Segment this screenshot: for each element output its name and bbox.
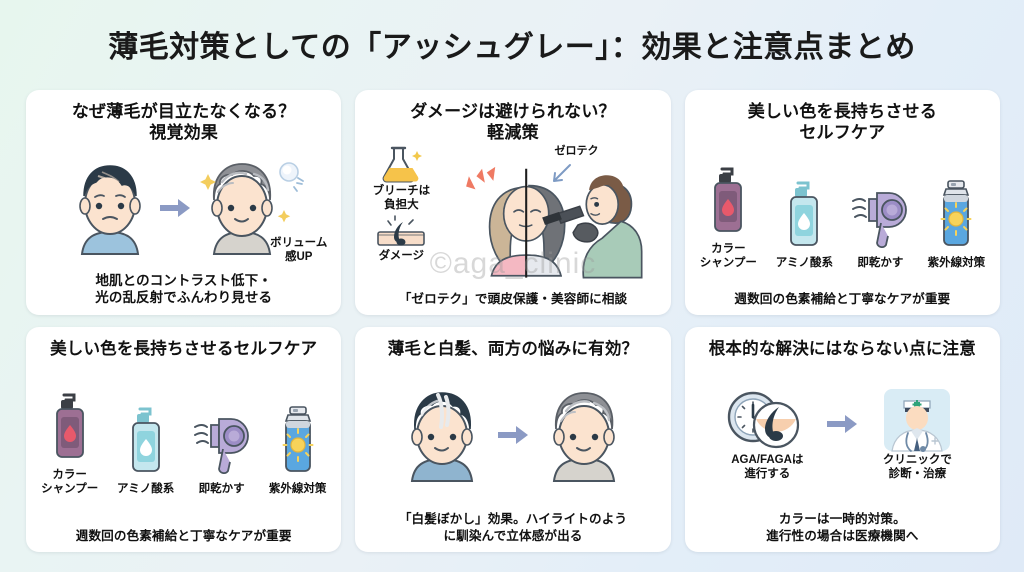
gray-streak-face-icon xyxy=(410,392,474,483)
zerotech-label: ゼロテク xyxy=(554,145,599,158)
illustration-before-after-faces: ボリューム 感UP xyxy=(34,143,333,271)
card-caption: 地肌とのコントラスト低下・ 光の乱反射でふんわり見せる xyxy=(95,272,273,306)
product-hair-dryer: 即乾かす xyxy=(846,179,914,270)
card-title: 薄毛と白髪、両方の悩みに有効？ xyxy=(388,339,639,359)
card-title-line: 視覚効果 xyxy=(149,122,219,142)
aga-progress-group: AGA/FAGAは 進行する xyxy=(713,389,821,481)
card-caption: 週数回の色素補給と丁寧なケアが重要 xyxy=(734,291,951,306)
product-label: 即乾かす xyxy=(198,482,245,495)
card-title-line: 根本的な解決にはならない点に注意 xyxy=(708,340,976,358)
product-label: 即乾かす xyxy=(857,256,904,269)
damage-burst-icon xyxy=(466,167,496,190)
product-hair-dryer: 即乾かす xyxy=(188,405,256,496)
pointer-arrow-icon xyxy=(552,164,571,183)
card-title: 美しい色を長持ちさせる セルフケア xyxy=(748,102,937,143)
product-uv-spray: 紫外線対策 xyxy=(264,405,332,496)
card-title-line: セルフケア xyxy=(799,122,886,142)
product-label: 紫外線対策 xyxy=(927,256,986,269)
split-tone-hair-and-stylist-icon xyxy=(466,167,643,279)
product-label: カラー シャンプー xyxy=(41,468,99,495)
card-title: ダメージは避けられない？ 軽減策 xyxy=(410,102,616,143)
card-caption: カラーは一時的対策。 進行性の場合は医療機関へ xyxy=(766,512,919,543)
arrow-right-icon xyxy=(159,198,190,217)
color-shampoo-bottle-icon xyxy=(714,167,743,232)
card-gray-hair-blend[interactable]: 薄毛と白髪、両方の悩みに有効？ xyxy=(355,327,671,552)
volume-up-label: ボリューム 感UP xyxy=(270,236,328,263)
sparkle-icon xyxy=(199,173,216,190)
illustration-hair-care-products: カラー シャンプー アミノ酸系 xyxy=(34,359,333,528)
sparkle-icon xyxy=(412,151,423,162)
card-title: 美しい色を長持ちさせるセルフケア xyxy=(50,339,317,359)
sparkle-icon xyxy=(277,209,290,223)
clinic-group: クリニックで 診断・治療 xyxy=(863,389,971,481)
arrow-right-icon xyxy=(497,426,528,445)
page-title: 薄毛対策としての「アッシュグレー」：効果と注意点まとめ xyxy=(108,31,916,64)
card-self-care-top[interactable]: 美しい色を長持ちさせる セルフケア カラー xyxy=(684,90,1000,315)
color-shampoo-bottle-icon xyxy=(55,393,84,458)
bleach-flask-icon xyxy=(382,147,423,183)
amino-acid-shampoo-bottle-icon xyxy=(790,181,819,246)
card-title: 根本的な解決にはならない点に注意 xyxy=(709,339,976,359)
product-color-shampoo: カラー シャンプー xyxy=(694,165,762,270)
card-title-line: なぜ薄毛が目立たなくなる？ xyxy=(71,102,296,121)
card-self-care-bottom[interactable]: 美しい色を長持ちさせるセルフケア カラー シャン xyxy=(26,327,342,552)
uv-spray-can-icon xyxy=(940,179,972,246)
product-label: 紫外線対策 xyxy=(268,482,327,495)
card-caption: 「白髪ぼかし」効果。ハイライトのよう に馴染んで立体感が出る xyxy=(398,512,628,543)
damage-label: ダメージ xyxy=(378,249,425,262)
damaged-follicle-icon xyxy=(377,214,426,246)
card-title-line: 美しい色を長持ちさせるセルフケア xyxy=(50,340,318,358)
illustration-hair-care-products: カラー シャンプー アミノ酸系 xyxy=(693,143,992,290)
aga-progress-label: AGA/FAGAは 進行する xyxy=(731,454,804,481)
hair-dryer-icon xyxy=(852,191,908,248)
product-label: アミノ酸系 xyxy=(775,256,833,269)
hair-dryer-icon xyxy=(193,417,249,474)
card-title-line: 薄毛と白髪、両方の悩みに有効？ xyxy=(387,340,639,358)
card-caption: 「ゼロテク」で頭皮保護・美容師に相談 xyxy=(398,291,628,306)
card-not-fundamental-cure[interactable]: 根本的な解決にはならない点に注意 xyxy=(684,327,1000,552)
amino-acid-shampoo-bottle-icon xyxy=(131,407,160,472)
card-title-line: 美しい色を長持ちさせる xyxy=(747,102,937,121)
card-grid: なぜ薄毛が目立たなくなる？ 視覚効果 xyxy=(26,90,1000,552)
clock-and-follicle-icon xyxy=(728,391,800,449)
illustration-salon-coloring: ブリーチは 負担大 ダメージ xyxy=(363,143,662,290)
thinning-hair-face-icon xyxy=(78,164,141,255)
doctor-icon xyxy=(884,389,951,453)
uv-spray-can-icon xyxy=(282,406,314,472)
card-caption: 週数回の色素補給と丁寧なケアが重要 xyxy=(75,528,292,543)
arrow-right-icon xyxy=(827,415,858,434)
ash-grey-blended-face-icon xyxy=(552,392,616,483)
bleach-burden-label: ブリーチは 負担大 xyxy=(372,185,431,212)
product-label: アミノ酸系 xyxy=(117,482,175,495)
product-color-shampoo: カラー シャンプー xyxy=(36,391,104,496)
product-uv-spray: 紫外線対策 xyxy=(922,179,990,270)
card-title-line: 軽減策 xyxy=(487,122,539,142)
card-title-line: ダメージは避けられない？ xyxy=(410,102,616,121)
clinic-label: クリニックで 診断・治療 xyxy=(882,454,952,481)
card-damage-mitigation[interactable]: ダメージは避けられない？ 軽減策 ブリーチは 負担大 xyxy=(355,90,671,315)
ash-grey-volume-face-icon xyxy=(199,161,304,255)
product-amino-acid-shampoo: アミノ酸系 xyxy=(112,405,180,496)
illustration-clock-follicle-doctor: AGA/FAGAは 進行する xyxy=(693,359,992,511)
card-title: なぜ薄毛が目立たなくなる？ 視覚効果 xyxy=(72,102,296,143)
product-label: カラー シャンプー xyxy=(699,242,757,269)
illustration-gray-to-ash-faces xyxy=(363,359,662,511)
card-visual-effect[interactable]: なぜ薄毛が目立たなくなる？ 視覚効果 xyxy=(26,90,342,315)
product-amino-acid-shampoo: アミノ酸系 xyxy=(770,179,838,270)
